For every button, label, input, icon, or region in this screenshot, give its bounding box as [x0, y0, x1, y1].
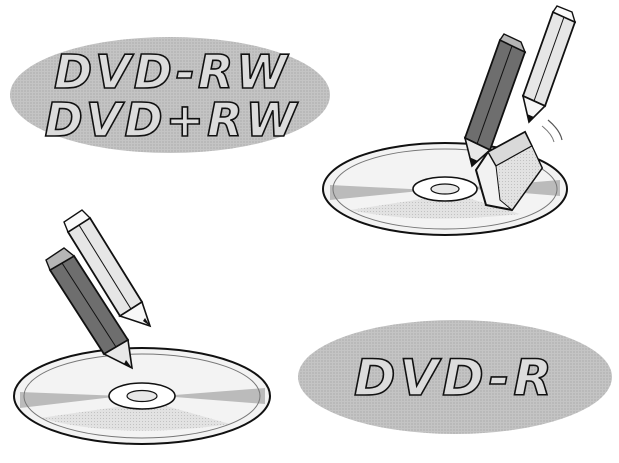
rewritable-label-line2: DVD+RW: [45, 93, 300, 147]
rewritable-disc-group: [323, 6, 575, 235]
rewritable-label-line1: DVD-RW: [54, 45, 290, 99]
disc-icon: [14, 348, 270, 444]
rewritable-label-group: DVD-RW DVD+RW: [10, 37, 330, 153]
recordable-label-text: DVD-R: [354, 349, 556, 407]
pencil-icon: [523, 6, 575, 122]
recordable-disc-group: [14, 210, 270, 444]
recordable-label-group: DVD-R: [298, 320, 612, 434]
